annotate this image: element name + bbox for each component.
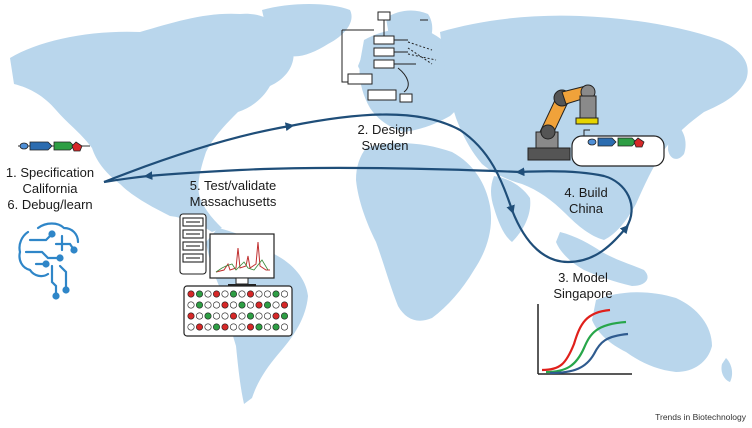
step2-label: 2. Design Sweden xyxy=(345,122,425,154)
plate-well xyxy=(255,290,263,298)
plate-well xyxy=(238,323,246,331)
plate-well xyxy=(272,312,280,320)
plate-well xyxy=(238,290,246,298)
plate-well xyxy=(187,290,195,298)
plate-well xyxy=(221,290,229,298)
plate-well xyxy=(272,323,280,331)
plate-well xyxy=(255,323,263,331)
plate-well xyxy=(212,312,220,320)
plate-well xyxy=(246,290,254,298)
plate-well xyxy=(196,312,204,320)
plate-well xyxy=(272,290,280,298)
plate-well xyxy=(196,290,204,298)
africa xyxy=(356,143,492,321)
route-arrows xyxy=(103,113,633,264)
plate-well xyxy=(204,323,212,331)
plate-well xyxy=(187,312,195,320)
plate-well xyxy=(221,301,229,309)
plate-well xyxy=(196,301,204,309)
plate-well xyxy=(238,312,246,320)
journal-credit: Trends in Biotechnology xyxy=(655,412,746,422)
step3-label: 3. Model Singapore xyxy=(540,270,626,302)
step5-place: Massachusetts xyxy=(189,194,277,209)
brain-circuit-icon xyxy=(18,222,80,300)
route-china-loop xyxy=(515,167,633,229)
step2-title: 2. Design xyxy=(357,122,413,137)
southeast-asia xyxy=(556,232,648,286)
plate-well xyxy=(204,290,212,298)
route-sweden-to-singapore xyxy=(289,113,515,215)
north-america xyxy=(10,13,294,232)
step4-title: 4. Build xyxy=(564,185,608,200)
flowchart-icon xyxy=(341,11,437,103)
plasmid-icon xyxy=(571,129,665,167)
plate-well xyxy=(212,290,220,298)
plate-well xyxy=(281,312,289,320)
step1-label: 1. Specification California 6. Debug/lea… xyxy=(2,165,98,213)
plate-well xyxy=(281,301,289,309)
step1-place: California xyxy=(22,181,78,196)
plate-well xyxy=(221,312,229,320)
plate-well xyxy=(246,323,254,331)
uk xyxy=(358,55,371,72)
asia xyxy=(440,15,748,240)
japan xyxy=(668,124,686,159)
step2-place: Sweden xyxy=(361,138,409,153)
step3-place: Singapore xyxy=(553,286,613,301)
plate-well xyxy=(264,323,272,331)
step4-label: 4. Build China xyxy=(556,185,616,217)
robot-arm-icon xyxy=(527,84,599,161)
plate-well xyxy=(255,301,263,309)
plate-well xyxy=(204,301,212,309)
scandinavia xyxy=(386,10,433,54)
plate-well xyxy=(221,323,229,331)
step1-title: 1. Specification xyxy=(5,165,95,180)
route-singapore-to-china xyxy=(510,209,629,264)
plate-well xyxy=(264,312,272,320)
new-zealand xyxy=(721,358,733,382)
plate-well xyxy=(229,323,237,331)
world-map xyxy=(10,4,748,404)
route-return-california xyxy=(103,174,149,184)
step4-place: China xyxy=(569,201,603,216)
server-icon xyxy=(179,213,207,275)
australia xyxy=(592,292,712,372)
plate-well xyxy=(212,323,220,331)
plate-well xyxy=(196,323,204,331)
plate-well xyxy=(229,290,237,298)
plate-well xyxy=(212,301,220,309)
plate-well xyxy=(204,312,212,320)
plate-well xyxy=(281,290,289,298)
dna-parts-icon xyxy=(18,141,90,152)
plate-well xyxy=(246,301,254,309)
plate-well xyxy=(187,323,195,331)
step3-title: 3. Model xyxy=(558,270,608,285)
plate-well xyxy=(229,312,237,320)
plate-well xyxy=(246,312,254,320)
plate-well xyxy=(255,312,263,320)
well-plate-icon xyxy=(183,285,293,337)
plate-well xyxy=(187,301,195,309)
plate-well xyxy=(229,301,237,309)
plate-well xyxy=(264,301,272,309)
route-china-to-massachusetts xyxy=(143,166,521,180)
plate-well xyxy=(281,323,289,331)
greenland xyxy=(262,4,352,57)
plate-well xyxy=(238,301,246,309)
route-california-to-sweden xyxy=(103,122,295,184)
step6-title: 6. Debug/learn xyxy=(7,197,93,212)
step5-title: 5. Test/validate xyxy=(189,178,277,193)
plate-well xyxy=(272,301,280,309)
step5-label: 5. Test/validate Massachusetts xyxy=(178,178,288,210)
growth-curves-icon xyxy=(537,304,632,375)
plate-well xyxy=(264,290,272,298)
